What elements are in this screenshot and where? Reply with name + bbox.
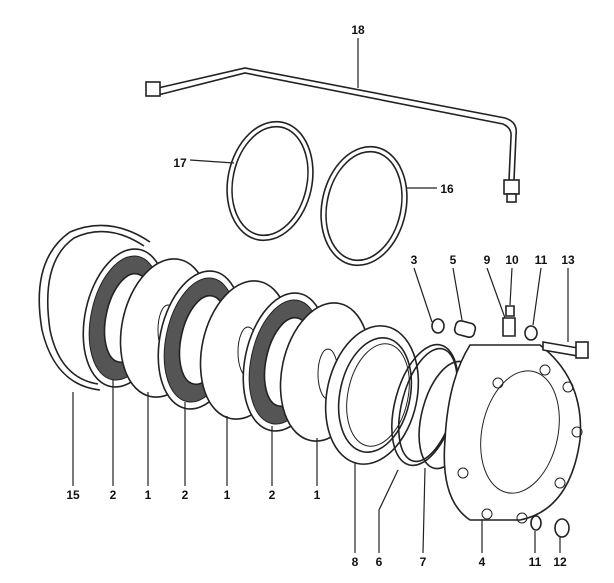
- washer-11-bottom: [530, 515, 542, 531]
- callout-label-c10: 10: [505, 253, 519, 267]
- callout-label-c8: 8: [352, 555, 359, 569]
- screw-10: [505, 305, 515, 317]
- nut-12: [554, 518, 570, 538]
- callout-label-c1a: 1: [145, 488, 152, 502]
- o-ring-17: [226, 120, 314, 242]
- callout-label-c11b: 11: [529, 555, 542, 569]
- callout-label-c1c: 1: [314, 488, 321, 502]
- oil-pipe-part: [145, 67, 520, 203]
- callout-label-c2a: 2: [110, 488, 117, 502]
- callout-label-c7: 7: [420, 555, 427, 569]
- housing-cover-4: [443, 344, 583, 524]
- callout-label-c2c: 2: [269, 488, 276, 502]
- callout-label-c17: 17: [173, 156, 187, 170]
- callout-label-c13: 13: [561, 253, 575, 267]
- callout-label-c1b: 1: [224, 488, 231, 502]
- clutch-pack: [82, 248, 371, 442]
- callout-label-c11a: 11: [535, 253, 548, 267]
- callout-label-c5: 5: [450, 253, 457, 267]
- callout-label-c4: 4: [479, 555, 486, 569]
- callout-label-c2b: 2: [182, 488, 189, 502]
- callout-label-c6: 6: [376, 555, 383, 569]
- fitting-9: [502, 317, 516, 337]
- bushing-5: [453, 319, 477, 339]
- o-ring-16: [320, 145, 408, 267]
- washer-3: [431, 318, 445, 334]
- callout-label-c12: 12: [553, 555, 567, 569]
- callout-label-c3: 3: [411, 253, 418, 267]
- gasket-15: [38, 224, 151, 391]
- washer-11-top: [524, 325, 538, 341]
- callout-label-c16: 16: [440, 182, 454, 196]
- callout-label-c9: 9: [484, 253, 491, 267]
- callout-label-c18: 18: [351, 23, 365, 37]
- callout-label-c15: 15: [66, 488, 80, 502]
- leader-lines: [72, 38, 569, 554]
